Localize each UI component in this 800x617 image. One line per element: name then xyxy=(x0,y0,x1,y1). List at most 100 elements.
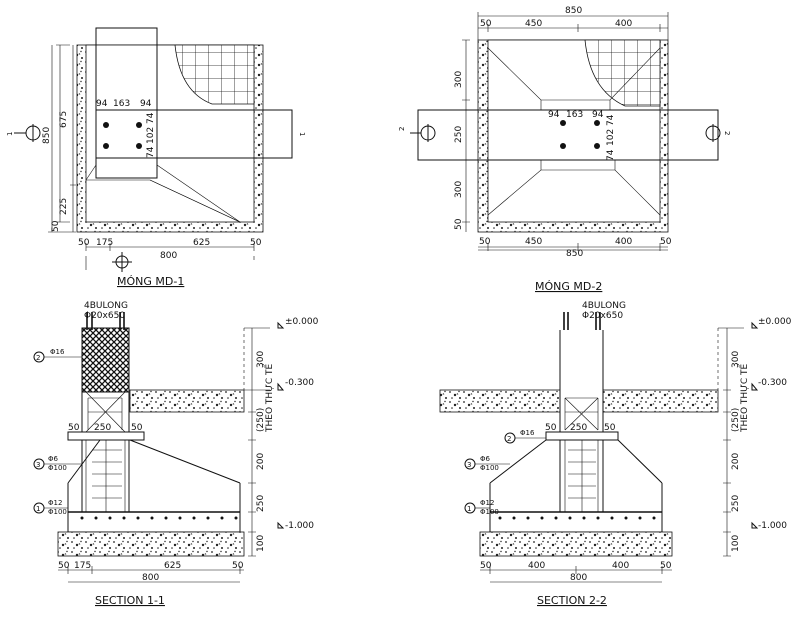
sec1-level-1: -0.300 xyxy=(285,378,314,388)
plan1-grid-area xyxy=(174,44,255,105)
plan2-dim-300a: 300 xyxy=(454,71,464,88)
plan2-dim-300b: 300 xyxy=(454,181,464,198)
sec2-theo: THEO THỰC TẾ xyxy=(738,363,750,433)
sec1-level-0: ±0.000 xyxy=(285,317,319,327)
plan1-dim-94a: 94 xyxy=(96,99,108,109)
svg-text:Φ100: Φ100 xyxy=(48,464,67,472)
plan2-dim-top-850: 850 xyxy=(565,6,582,16)
svg-text:Φ16: Φ16 xyxy=(520,429,535,437)
sec1-dim-b800: 800 xyxy=(142,573,159,583)
sec1-dim-250p: (250) xyxy=(256,408,266,432)
svg-text:1: 1 xyxy=(36,505,40,513)
sec2-title: SECTION 2-2 xyxy=(537,594,607,607)
svg-text:1: 1 xyxy=(298,132,306,136)
plan2-dim-b850: 850 xyxy=(566,249,583,259)
plan1-section-marker-right: 1 xyxy=(291,122,306,144)
plan2-dim-163: 163 xyxy=(566,110,583,120)
sec2-dim-300: 300 xyxy=(731,351,741,368)
sec1-callout-3: 3 Φ6 Φ100 xyxy=(33,455,82,472)
plan2-dim-top-400: 400 xyxy=(615,19,632,29)
sec1-dim-300: 300 xyxy=(256,351,266,368)
plan1-title: MÓNG MD-1 xyxy=(117,275,184,288)
svg-text:Φ100: Φ100 xyxy=(480,464,499,472)
plan2-anchor-bolts xyxy=(560,120,600,149)
plan2-dim-b400: 400 xyxy=(615,237,632,247)
svg-text:Φ12: Φ12 xyxy=(48,499,62,507)
sec2-dim-b800: 800 xyxy=(570,573,587,583)
plan2-section-marker-left: 2 xyxy=(398,124,436,142)
plan2-dim-b50a: 50 xyxy=(479,237,491,247)
plan1-dim-625: 625 xyxy=(193,238,210,248)
section-1-1: 4BULONG Φ20x650 ±0.000 -0.300 -1.000 300… xyxy=(33,301,319,607)
sec2-dim-top250: 250 xyxy=(570,423,587,433)
svg-text:2: 2 xyxy=(398,127,406,131)
sec2-dim-100: 100 xyxy=(731,535,741,552)
sec2-callout-2: 2 Φ16 xyxy=(504,429,546,444)
plan2-dim-74a: 74 xyxy=(606,114,616,126)
plan2-dim-94a: 94 xyxy=(548,110,560,120)
plan1-dim-225: 225 xyxy=(59,198,69,215)
sec1-dim-200: 200 xyxy=(256,453,266,470)
sec1-title: SECTION 1-1 xyxy=(95,594,165,607)
svg-text:Φ16: Φ16 xyxy=(50,348,65,356)
sec1-theo: THEO THỰC TẾ xyxy=(263,363,275,433)
svg-text:1: 1 xyxy=(6,132,14,136)
sec1-dim-250: 250 xyxy=(256,495,266,512)
sec1-dim-b625: 625 xyxy=(164,561,181,571)
svg-text:2: 2 xyxy=(36,354,40,362)
sec1-bolt-label: 4BULONG xyxy=(84,301,128,311)
plan2-dim-250: 250 xyxy=(454,126,464,143)
sec2-dim-250: 250 xyxy=(731,495,741,512)
plan2-dim-b50b: 50 xyxy=(660,237,672,247)
sec2-bolt-size: Φ20x650 xyxy=(582,311,623,321)
sec2-lean-concrete xyxy=(479,531,673,557)
plan1-dim-74b: 74 xyxy=(146,146,156,158)
sec1-lean-concrete xyxy=(57,531,245,557)
sec2-level-1: -0.300 xyxy=(758,378,787,388)
plan1-column xyxy=(95,27,158,179)
plan1-anchor-bolts xyxy=(103,122,142,149)
sec1-column-hatch xyxy=(81,327,130,393)
plan1-dim-163: 163 xyxy=(113,99,130,109)
plan1-dim-102: 102 xyxy=(146,127,156,144)
sec1-dim-b175: 175 xyxy=(74,561,91,571)
sec1-dim-100: 100 xyxy=(256,535,266,552)
sec2-anchor-bolts xyxy=(563,312,601,330)
svg-text:2: 2 xyxy=(507,435,511,443)
plan2-grid-area xyxy=(584,39,661,107)
sec2-level-2: -1.000 xyxy=(758,521,787,531)
sec1-rebar-dots xyxy=(80,516,238,520)
svg-text:Φ100: Φ100 xyxy=(480,508,499,516)
plan2-dim-b450: 450 xyxy=(525,237,542,247)
plan1-section-marker-left: 1 xyxy=(6,124,41,142)
plan1-dim-50a: 50 xyxy=(51,220,61,232)
plan1-dim-675: 675 xyxy=(59,111,69,128)
sec2-dim-250p: (250) xyxy=(731,408,741,432)
sec2-dim-b400b: 400 xyxy=(612,561,629,571)
sec2-dim-b400a: 400 xyxy=(528,561,545,571)
plan2-dim-50: 50 xyxy=(454,218,464,230)
svg-text:3: 3 xyxy=(467,461,471,469)
plan1-axis-marker xyxy=(112,252,132,272)
sec2-bolt-label: 4BULONG xyxy=(582,301,626,311)
sec1-dim-b50a: 50 xyxy=(58,561,70,571)
sec1-callout-2: 2 Φ16 xyxy=(33,348,82,363)
sec2-dim-b50b: 50 xyxy=(660,561,672,571)
sec1-dim-top50a: 50 xyxy=(68,423,80,433)
sec1-callout-1: 1 Φ12 Φ100 xyxy=(33,499,68,516)
plan1-dim-850: 850 xyxy=(42,127,52,144)
sec2-callout-3: 3 Φ6 Φ100 xyxy=(464,455,510,472)
plan2-dim-74b: 74 xyxy=(606,149,616,161)
plan1-dim-50b: 50 xyxy=(78,238,90,248)
svg-text:Φ100: Φ100 xyxy=(48,508,67,516)
svg-text:Φ12: Φ12 xyxy=(480,499,494,507)
plan2-title: MÓNG MD-2 xyxy=(535,280,602,293)
sec2-dim-200: 200 xyxy=(731,453,741,470)
plan1-dim-94b: 94 xyxy=(140,99,152,109)
plan2-beam xyxy=(417,109,719,161)
sec2-dim-top50b: 50 xyxy=(604,423,616,433)
svg-text:2: 2 xyxy=(723,131,731,135)
sec1-anchor-bolts xyxy=(86,312,125,330)
sec1-dim-top50b: 50 xyxy=(131,423,143,433)
